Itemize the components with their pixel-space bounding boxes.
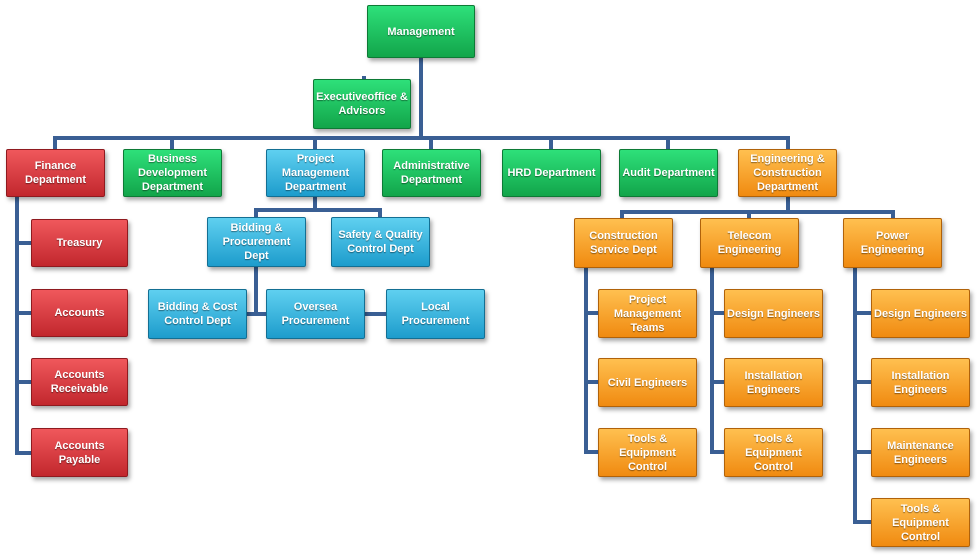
node-accounts-payable: Accounts Payable [31, 428, 128, 477]
node-power-installation-engineers: Installation Engineers [871, 358, 970, 407]
node-executive-office-advisors: Executiveoffice & Advisors [313, 79, 411, 129]
node-cs-project-management-teams: Project Management Teams [598, 289, 697, 338]
node-management: Management [367, 5, 475, 58]
node-treasury: Treasury [31, 219, 128, 267]
node-power-maintenance-engineers: Maintenance Engineers [871, 428, 970, 477]
node-safety-quality-control-dept: Safety & Quality Control Dept [331, 217, 430, 267]
node-telecom-installation-engineers: Installation Engineers [724, 358, 823, 407]
node-telecom-tools-equipment-control: Tools & Equipment Control [724, 428, 823, 477]
node-audit-department: Audit Department [619, 149, 718, 197]
node-finance-department: Finance Department [6, 149, 105, 197]
node-business-development-department: Business Development Department [123, 149, 222, 197]
node-engineering-construction-department: Engineering & Construction Department [738, 149, 837, 197]
node-administrative-department: Administrative Department [382, 149, 481, 197]
node-oversea-procurement: Oversea Procurement [266, 289, 365, 339]
node-construction-service-dept: Construction Service Dept [574, 218, 673, 268]
node-power-design-engineers: Design Engineers [871, 289, 970, 338]
node-cs-tools-equipment-control: Tools & Equipment Control [598, 428, 697, 477]
node-telecom-design-engineers: Design Engineers [724, 289, 823, 338]
node-project-management-department: Project Management Department [266, 149, 365, 197]
node-accounts-receivable: Accounts Receivable [31, 358, 128, 406]
node-telecom-engineering: Telecom Engineering [700, 218, 799, 268]
node-local-procurement: Local Procurement [386, 289, 485, 339]
node-power-engineering: Power Engineering [843, 218, 942, 268]
node-hrd-department: HRD Department [502, 149, 601, 197]
node-power-tools-equipment-control: Tools & Equipment Control [871, 498, 970, 547]
node-bidding-cost-control-dept: Bidding & Cost Control Dept [148, 289, 247, 339]
node-accounts: Accounts [31, 289, 128, 337]
node-cs-civil-engineers: Civil Engineers [598, 358, 697, 407]
node-bidding-procurement-dept: Bidding & Procurement Dept [207, 217, 306, 267]
